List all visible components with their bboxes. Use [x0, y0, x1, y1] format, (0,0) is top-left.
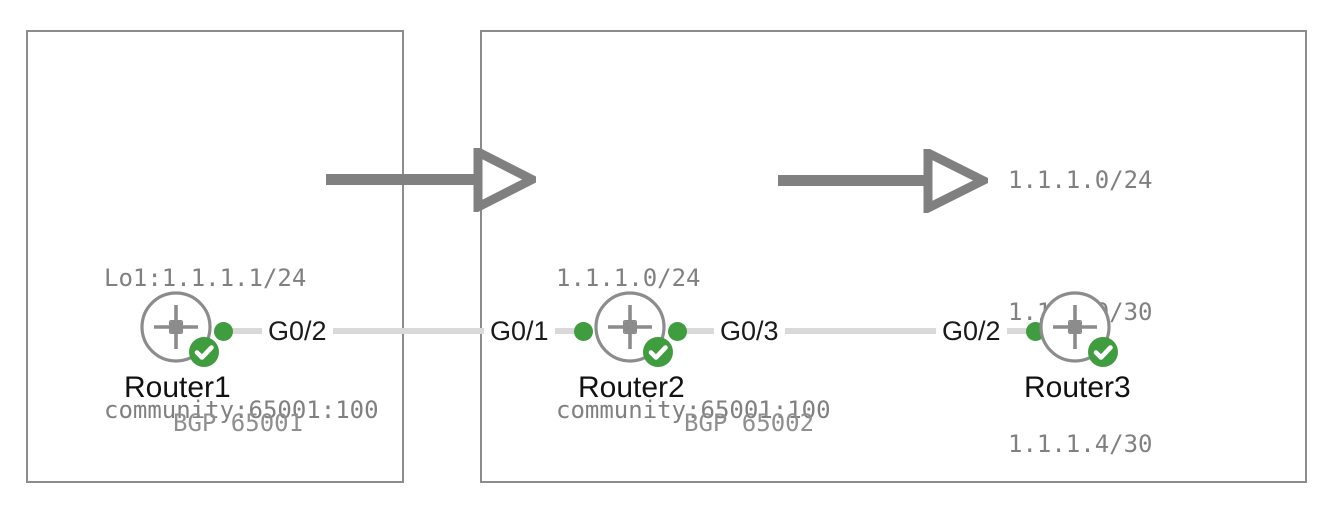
check-circle-icon [643, 337, 673, 367]
interface-label-router2-g03: G0/3 [714, 316, 785, 346]
check-circle-icon [189, 337, 219, 367]
adv-middle-line-2: community:65001:100 [556, 396, 831, 424]
bgp-asn-label-router2: BGP 65002 [684, 409, 815, 437]
adv-right-line-3: 1.1.1.4/30 [1008, 430, 1153, 458]
adv-left-line-2: community:65001:100 [104, 396, 379, 424]
router-label-router2: Router2 [578, 371, 685, 404]
port-dot-icon [574, 322, 593, 341]
check-circle-icon [1088, 337, 1118, 367]
router-icon[interactable] [133, 284, 219, 370]
link-router2-router3 [674, 328, 1036, 334]
as-boundary-box-left [26, 30, 404, 483]
interface-label-router3-g02: G0/2 [936, 316, 1007, 346]
arrow-right-icon [326, 144, 542, 217]
router-label-router3: Router3 [1024, 371, 1131, 404]
port-dot-icon [668, 322, 687, 341]
router-icon[interactable] [1032, 284, 1118, 370]
port-dot-icon [214, 322, 233, 341]
advertisement-text-left: Lo1:1.1.1.1/24 community:65001:100 [104, 168, 379, 511]
router-label-router1: Router1 [124, 371, 231, 404]
bgp-asn-label-router1: BGP 65001 [173, 409, 304, 437]
advertisement-text-middle: 1.1.1.0/24 community:65001:100 [556, 168, 831, 511]
adv-right-line-1: 1.1.1.0/24 [1008, 166, 1153, 194]
advertisement-text-right: 1.1.1.0/24 1.1.1.0/30 1.1.1.4/30 communi… [1008, 70, 1283, 511]
interface-label-router1-g02: G0/2 [262, 316, 333, 346]
interface-label-router2-g01: G0/1 [484, 316, 555, 346]
as-boundary-box-right [480, 30, 1307, 483]
arrow-right-icon [778, 145, 994, 218]
adv-middle-line-1: 1.1.1.0/24 [556, 264, 701, 292]
router-icon[interactable] [587, 284, 673, 370]
adv-left-line-1: Lo1:1.1.1.1/24 [104, 264, 307, 292]
link-router1-router2 [222, 328, 586, 334]
